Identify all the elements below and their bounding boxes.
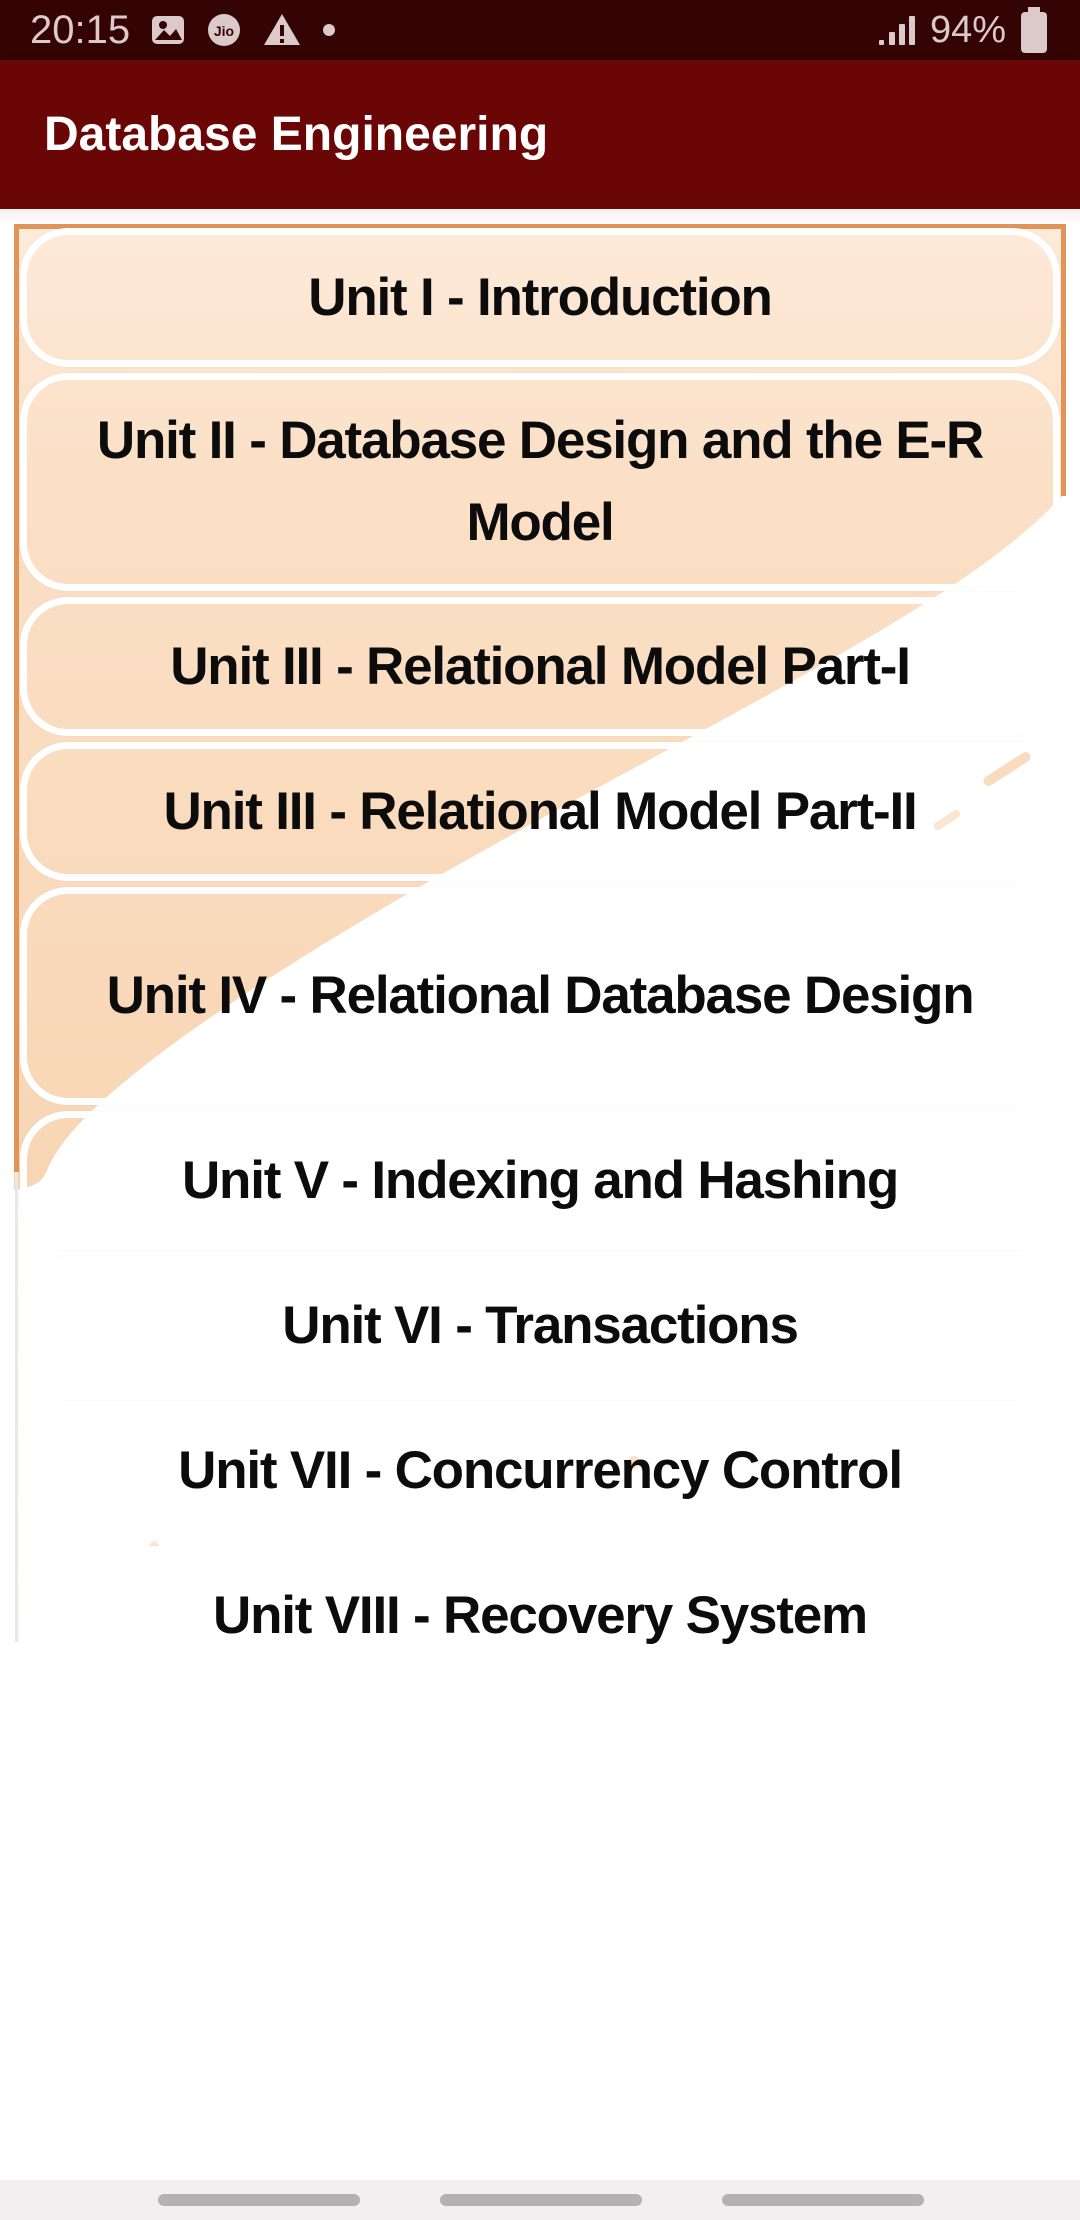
unit-button[interactable]: Unit VI - Transactions	[20, 1256, 1060, 1395]
notification-dot-icon	[322, 23, 336, 37]
back-pill[interactable]	[722, 2194, 924, 2206]
recents-pill[interactable]	[158, 2194, 360, 2206]
warning-icon	[262, 12, 302, 48]
signal-icon	[878, 13, 918, 47]
battery-icon	[1018, 5, 1050, 55]
jio-label: Jio	[214, 23, 234, 39]
app-bar: Database Engineering	[0, 60, 1080, 209]
home-pill[interactable]	[440, 2194, 642, 2206]
navigation-bar	[0, 2180, 1080, 2220]
unit-button[interactable]: Unit VIII - Recovery System	[20, 1546, 1060, 1685]
gallery-icon	[150, 12, 186, 48]
battery-percent: 94%	[929, 8, 1006, 51]
unit-button[interactable]: Unit III - Relational Model Part-II	[20, 742, 1060, 881]
page-title: Database Engineering	[44, 108, 549, 161]
unit-button[interactable]: Unit I - Introduction	[20, 228, 1060, 367]
unit-button[interactable]: Unit VII - Concurrency Control	[20, 1401, 1060, 1540]
clock: 20:15	[30, 7, 131, 52]
unit-button[interactable]: Unit III - Relational Model Part-I	[20, 597, 1060, 736]
status-bar: 20:15 Jio	[0, 0, 1080, 60]
unit-button[interactable]: Unit V - Indexing and Hashing	[20, 1111, 1060, 1250]
unit-button[interactable]: Unit II - Database Design and the E-R Mo…	[20, 373, 1060, 591]
jio-icon: Jio	[206, 12, 242, 48]
unit-button[interactable]: Unit IV - Relational Database Design	[20, 887, 1060, 1105]
